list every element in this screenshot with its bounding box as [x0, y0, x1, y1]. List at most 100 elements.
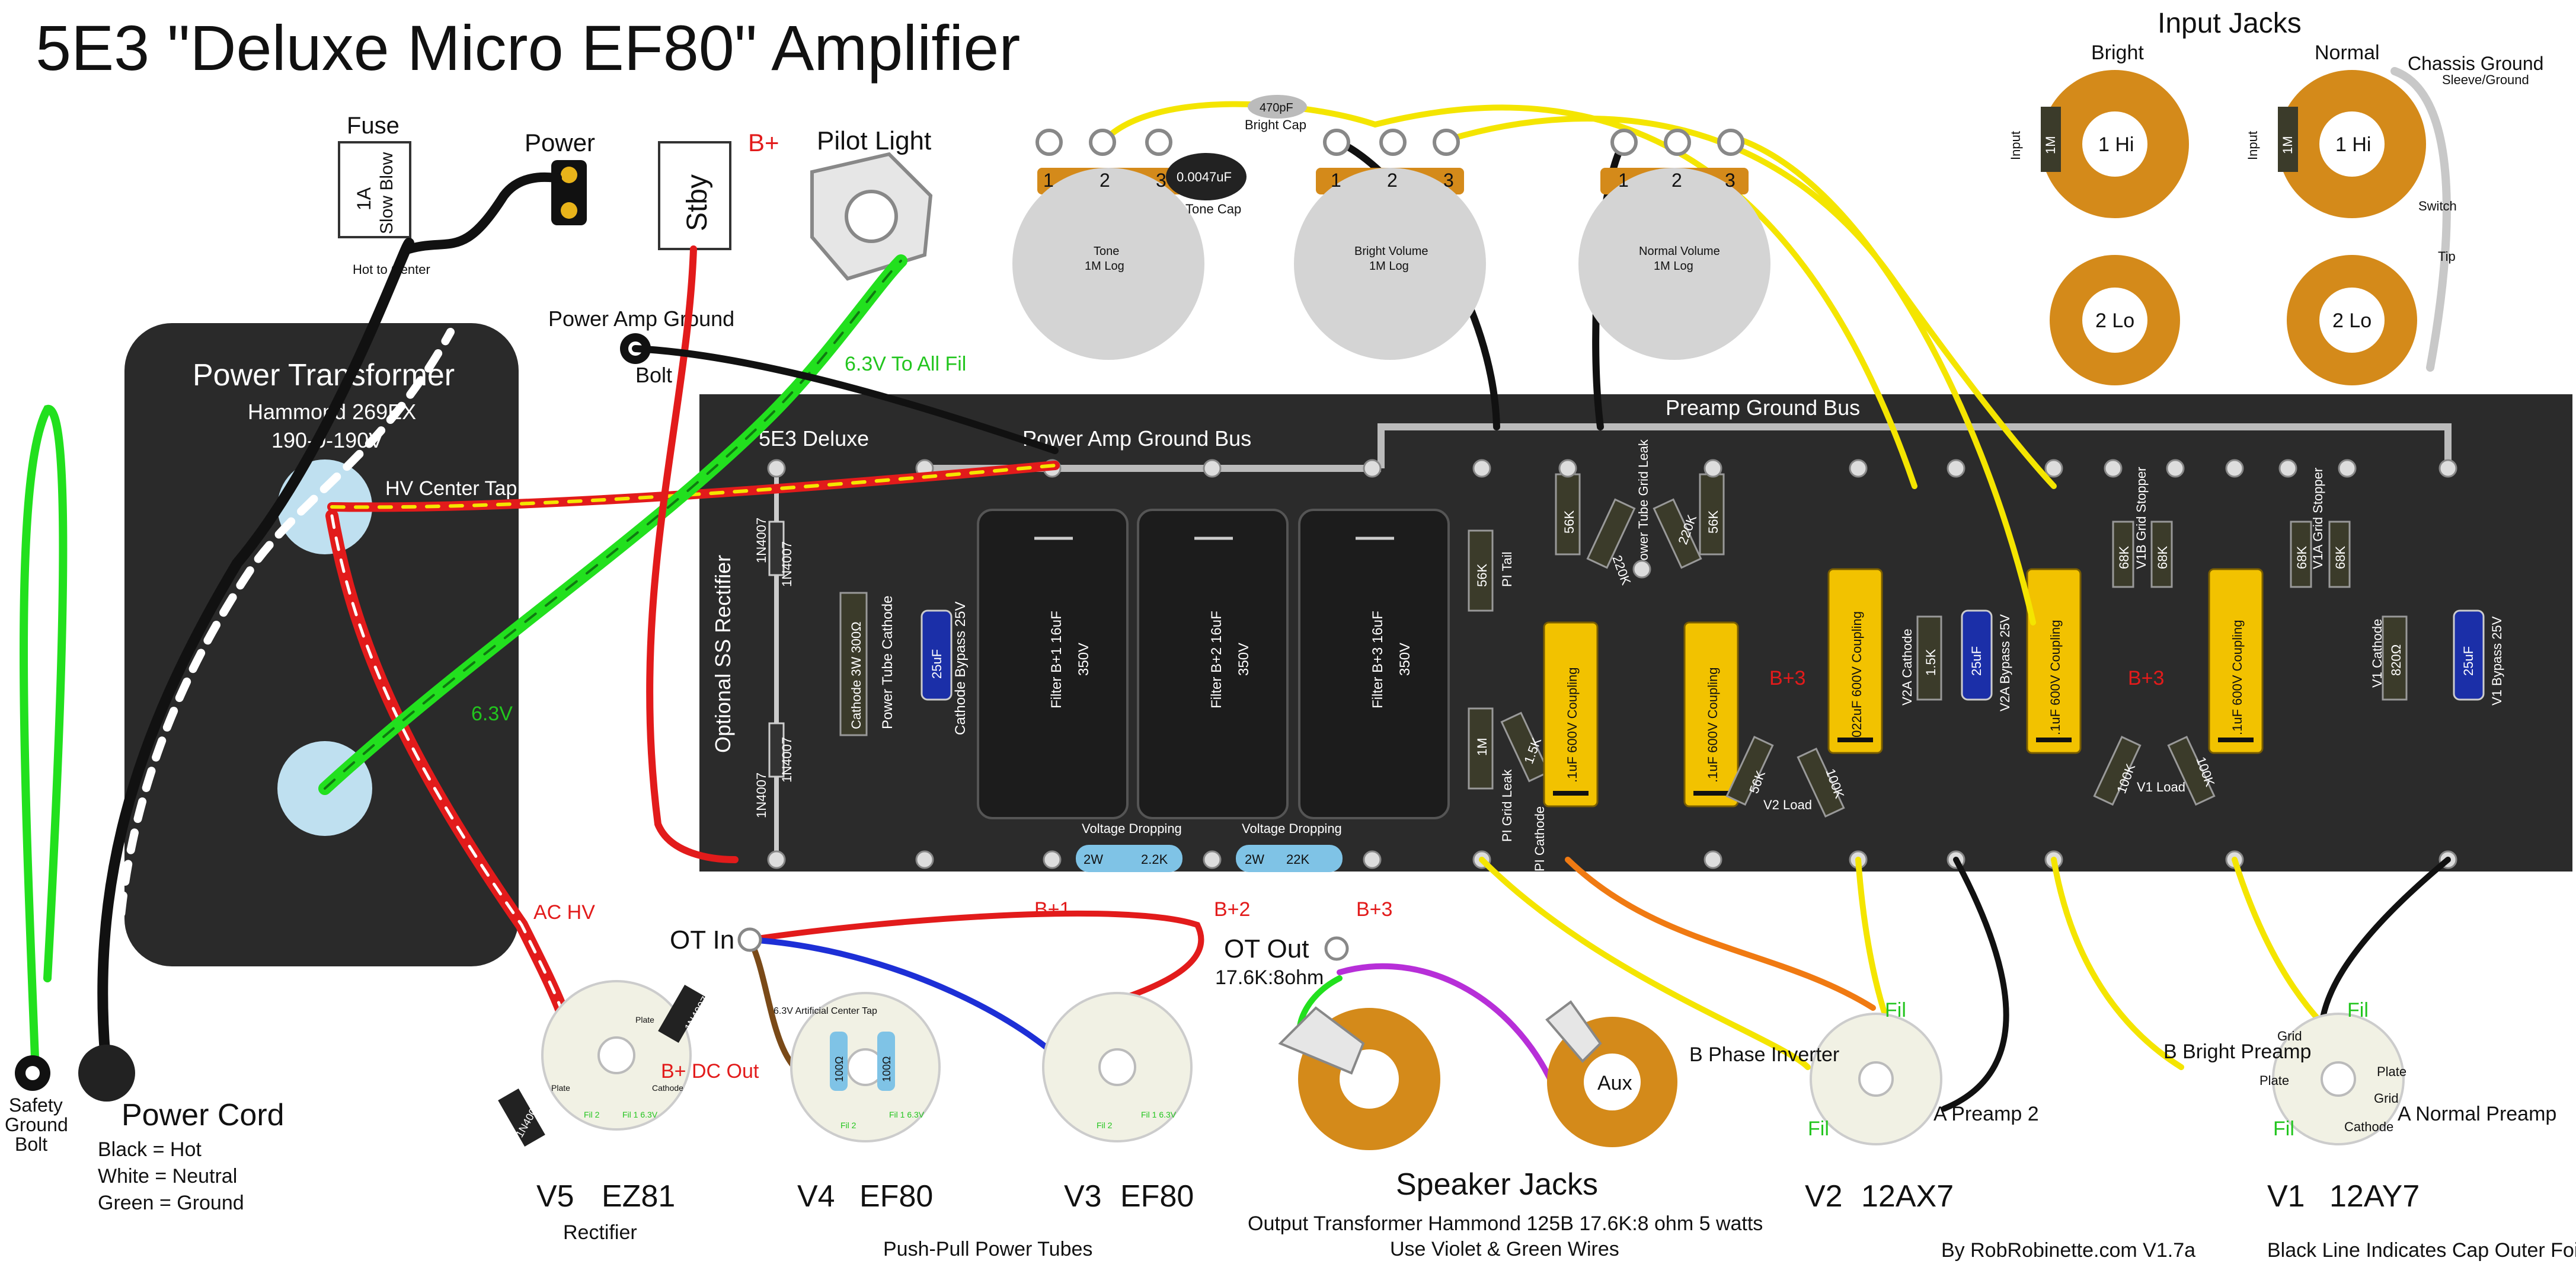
- power-cord-plug[interactable]: [78, 1045, 135, 1102]
- svg-text:V1B Grid Stopper: V1B Grid Stopper: [2134, 467, 2149, 569]
- svg-text:25uF: 25uF: [929, 649, 944, 679]
- hv-center-tap-label: HV Center Tap: [385, 477, 517, 500]
- svg-text:Chassis Ground: Chassis Ground: [2408, 53, 2543, 74]
- svg-text:Grid: Grid: [2374, 1091, 2399, 1106]
- svg-text:2.2K: 2.2K: [1141, 852, 1168, 867]
- svg-text:2W: 2W: [1245, 852, 1264, 867]
- power-cord-legend-2: White = Neutral: [98, 1165, 237, 1188]
- bplus1-label: B+1: [1034, 898, 1070, 921]
- bplus2-label: B+2: [1214, 898, 1250, 921]
- svg-text:PI Cathode: PI Cathode: [1532, 806, 1547, 872]
- svg-text:Fil 1 6.3V: Fil 1 6.3V: [1141, 1110, 1177, 1119]
- tube-socket-v4: 6.3V Artificial Center Tap 100Ω 100Ω Fil…: [774, 992, 941, 1142]
- svg-text:Filter B+1 16uF: Filter B+1 16uF: [1049, 611, 1065, 708]
- svg-text:1 Hi: 1 Hi: [2098, 133, 2134, 156]
- svg-text:Filter B+2 16uF: Filter B+2 16uF: [1209, 611, 1225, 708]
- svg-text:Input: Input: [2245, 131, 2260, 160]
- input-jack-normal-hi[interactable]: 1 Hi: [2278, 70, 2426, 218]
- svg-text:2 Lo: 2 Lo: [2332, 309, 2372, 332]
- cathode-resistor-label: Cathode 3W 300Ω: [849, 621, 864, 729]
- tube-v3-type: EF80: [1120, 1179, 1194, 1214]
- tube-v5-type: EZ81: [602, 1179, 675, 1214]
- v63-label: 6.3V: [471, 703, 513, 725]
- pot-tone[interactable]: 1 2 3 Tone 1M Log: [1012, 129, 1204, 360]
- input-jack-bright-hi[interactable]: 1 Hi: [2041, 70, 2189, 218]
- svg-text:B+3: B+3: [2128, 667, 2164, 690]
- svg-text:2: 2: [1671, 170, 1682, 191]
- tube-v1-label: V1: [2267, 1179, 2305, 1214]
- speaker-note2: Use Violet & Green Wires: [1390, 1238, 1619, 1260]
- svg-text:2W: 2W: [1084, 852, 1103, 867]
- speaker-jack-aux[interactable]: Aux: [1545, 1000, 1677, 1147]
- input-jack-normal-lo[interactable]: 2 Lo: [2287, 255, 2417, 385]
- ot-in-label: OT In: [670, 925, 734, 955]
- bplus3-label: B+3: [1356, 898, 1392, 921]
- v2-b-label: B Phase Inverter: [1689, 1043, 1839, 1066]
- power-cord-neutral: [113, 328, 455, 1077]
- svg-text:Plate: Plate: [551, 1083, 570, 1093]
- svg-text:68K: 68K: [2117, 546, 2131, 569]
- coupling-cap-4: [2208, 568, 2264, 754]
- svg-text:Fil 2: Fil 2: [1097, 1121, 1113, 1130]
- svg-text:Bolt: Bolt: [15, 1134, 47, 1155]
- safety-ground-wire: [20, 405, 68, 1077]
- svg-text:56K: 56K: [1562, 510, 1577, 534]
- board-name: 5E3 Deluxe: [759, 426, 869, 451]
- tube-v5-role: Rectifier: [563, 1221, 637, 1244]
- svg-text:3: 3: [1156, 170, 1166, 191]
- svg-text:.1uF 600V Coupling: .1uF 600V Coupling: [2048, 620, 2063, 735]
- input-jack-bright-lo[interactable]: 2 Lo: [2050, 255, 2180, 385]
- ot-ratio: 17.6K:8ohm: [1215, 966, 1324, 989]
- svg-text:1: 1: [1043, 170, 1054, 191]
- svg-text:Fil 2: Fil 2: [840, 1121, 856, 1130]
- svg-text:Fil 2: Fil 2: [584, 1110, 600, 1119]
- coupling-caps: .1uF 600V Coupling .1uF 600V Coupling .0…: [1543, 568, 2264, 807]
- v1-b-label: B Bright Preamp: [2163, 1040, 2311, 1063]
- pi-tail-resistor: [1468, 529, 1494, 612]
- ac-hv-label: AC HV: [533, 901, 595, 924]
- svg-text:V1 Bypass 25V: V1 Bypass 25V: [2489, 616, 2504, 706]
- bright-cap: 470pF Bright Cap: [1245, 95, 1307, 132]
- svg-text:3: 3: [1443, 170, 1454, 191]
- preamp-ground-bus: [1378, 423, 2452, 468]
- coupling-cap-022: [1827, 568, 1883, 754]
- svg-text:Cathode: Cathode: [2344, 1119, 2393, 1134]
- footnote: Black Line Indicates Cap Outer Foil: [2267, 1239, 2576, 1262]
- svg-text:470pF: 470pF: [1260, 101, 1293, 114]
- svg-text:1M: 1M: [2043, 136, 2058, 154]
- tube-v4-label: V4: [797, 1179, 835, 1214]
- svg-text:.1uF 600V Coupling: .1uF 600V Coupling: [2230, 620, 2245, 735]
- svg-text:100Ω: 100Ω: [833, 1056, 845, 1083]
- tube-v1-type: 12AY7: [2329, 1179, 2420, 1214]
- svg-text:Tip: Tip: [2438, 249, 2456, 264]
- svg-text:Fil 1 6.3V: Fil 1 6.3V: [622, 1110, 658, 1119]
- speaker-jack-main[interactable]: [1278, 1006, 1440, 1150]
- ot-in-terminal[interactable]: [737, 927, 762, 952]
- svg-text:Fil: Fil: [2347, 999, 2369, 1022]
- svg-text:Normal: Normal: [2315, 42, 2380, 64]
- svg-text:1M: 1M: [2280, 136, 2295, 154]
- cathode-bypass-label: Cathode Bypass 25V: [953, 602, 969, 735]
- svg-text:3: 3: [1725, 170, 1736, 191]
- tube-v3-label: V3: [1064, 1179, 1102, 1214]
- pot-normal-volume[interactable]: 1 2 3 Normal Volume 1M Log: [1578, 129, 1770, 360]
- svg-text:1M Log: 1M Log: [1654, 260, 1693, 273]
- svg-text:1A: 1A: [353, 187, 375, 210]
- power-cord-hot: [97, 238, 414, 1078]
- coupling-cap-1: [1543, 621, 1599, 807]
- power-tube-cathode-group: Cathode 3W 300Ω Power Tube Cathode 25uF …: [839, 592, 969, 736]
- svg-text:Aux: Aux: [1597, 1072, 1632, 1094]
- svg-text:Fil: Fil: [1808, 1118, 1829, 1140]
- filter-cap-b3: [1298, 509, 1450, 819]
- ot-out-terminal[interactable]: [1324, 936, 1349, 961]
- pt-cathode-label: Power Tube Cathode: [880, 596, 896, 729]
- credit: By RobRobinette.com V1.7a: [1941, 1239, 2195, 1262]
- diode-4: 1N4007: [754, 773, 769, 818]
- svg-text:56K: 56K: [1475, 564, 1490, 587]
- svg-text:Cathode: Cathode: [652, 1083, 683, 1093]
- svg-text:Sleeve/Ground: Sleeve/Ground: [2442, 72, 2529, 87]
- svg-text:350V: 350V: [1397, 643, 1413, 676]
- transformer-hole-top: [277, 459, 372, 554]
- pot-bright-volume[interactable]: 1 2 3 Bright Volume 1M Log: [1294, 129, 1486, 360]
- fuse-body[interactable]: [338, 141, 411, 238]
